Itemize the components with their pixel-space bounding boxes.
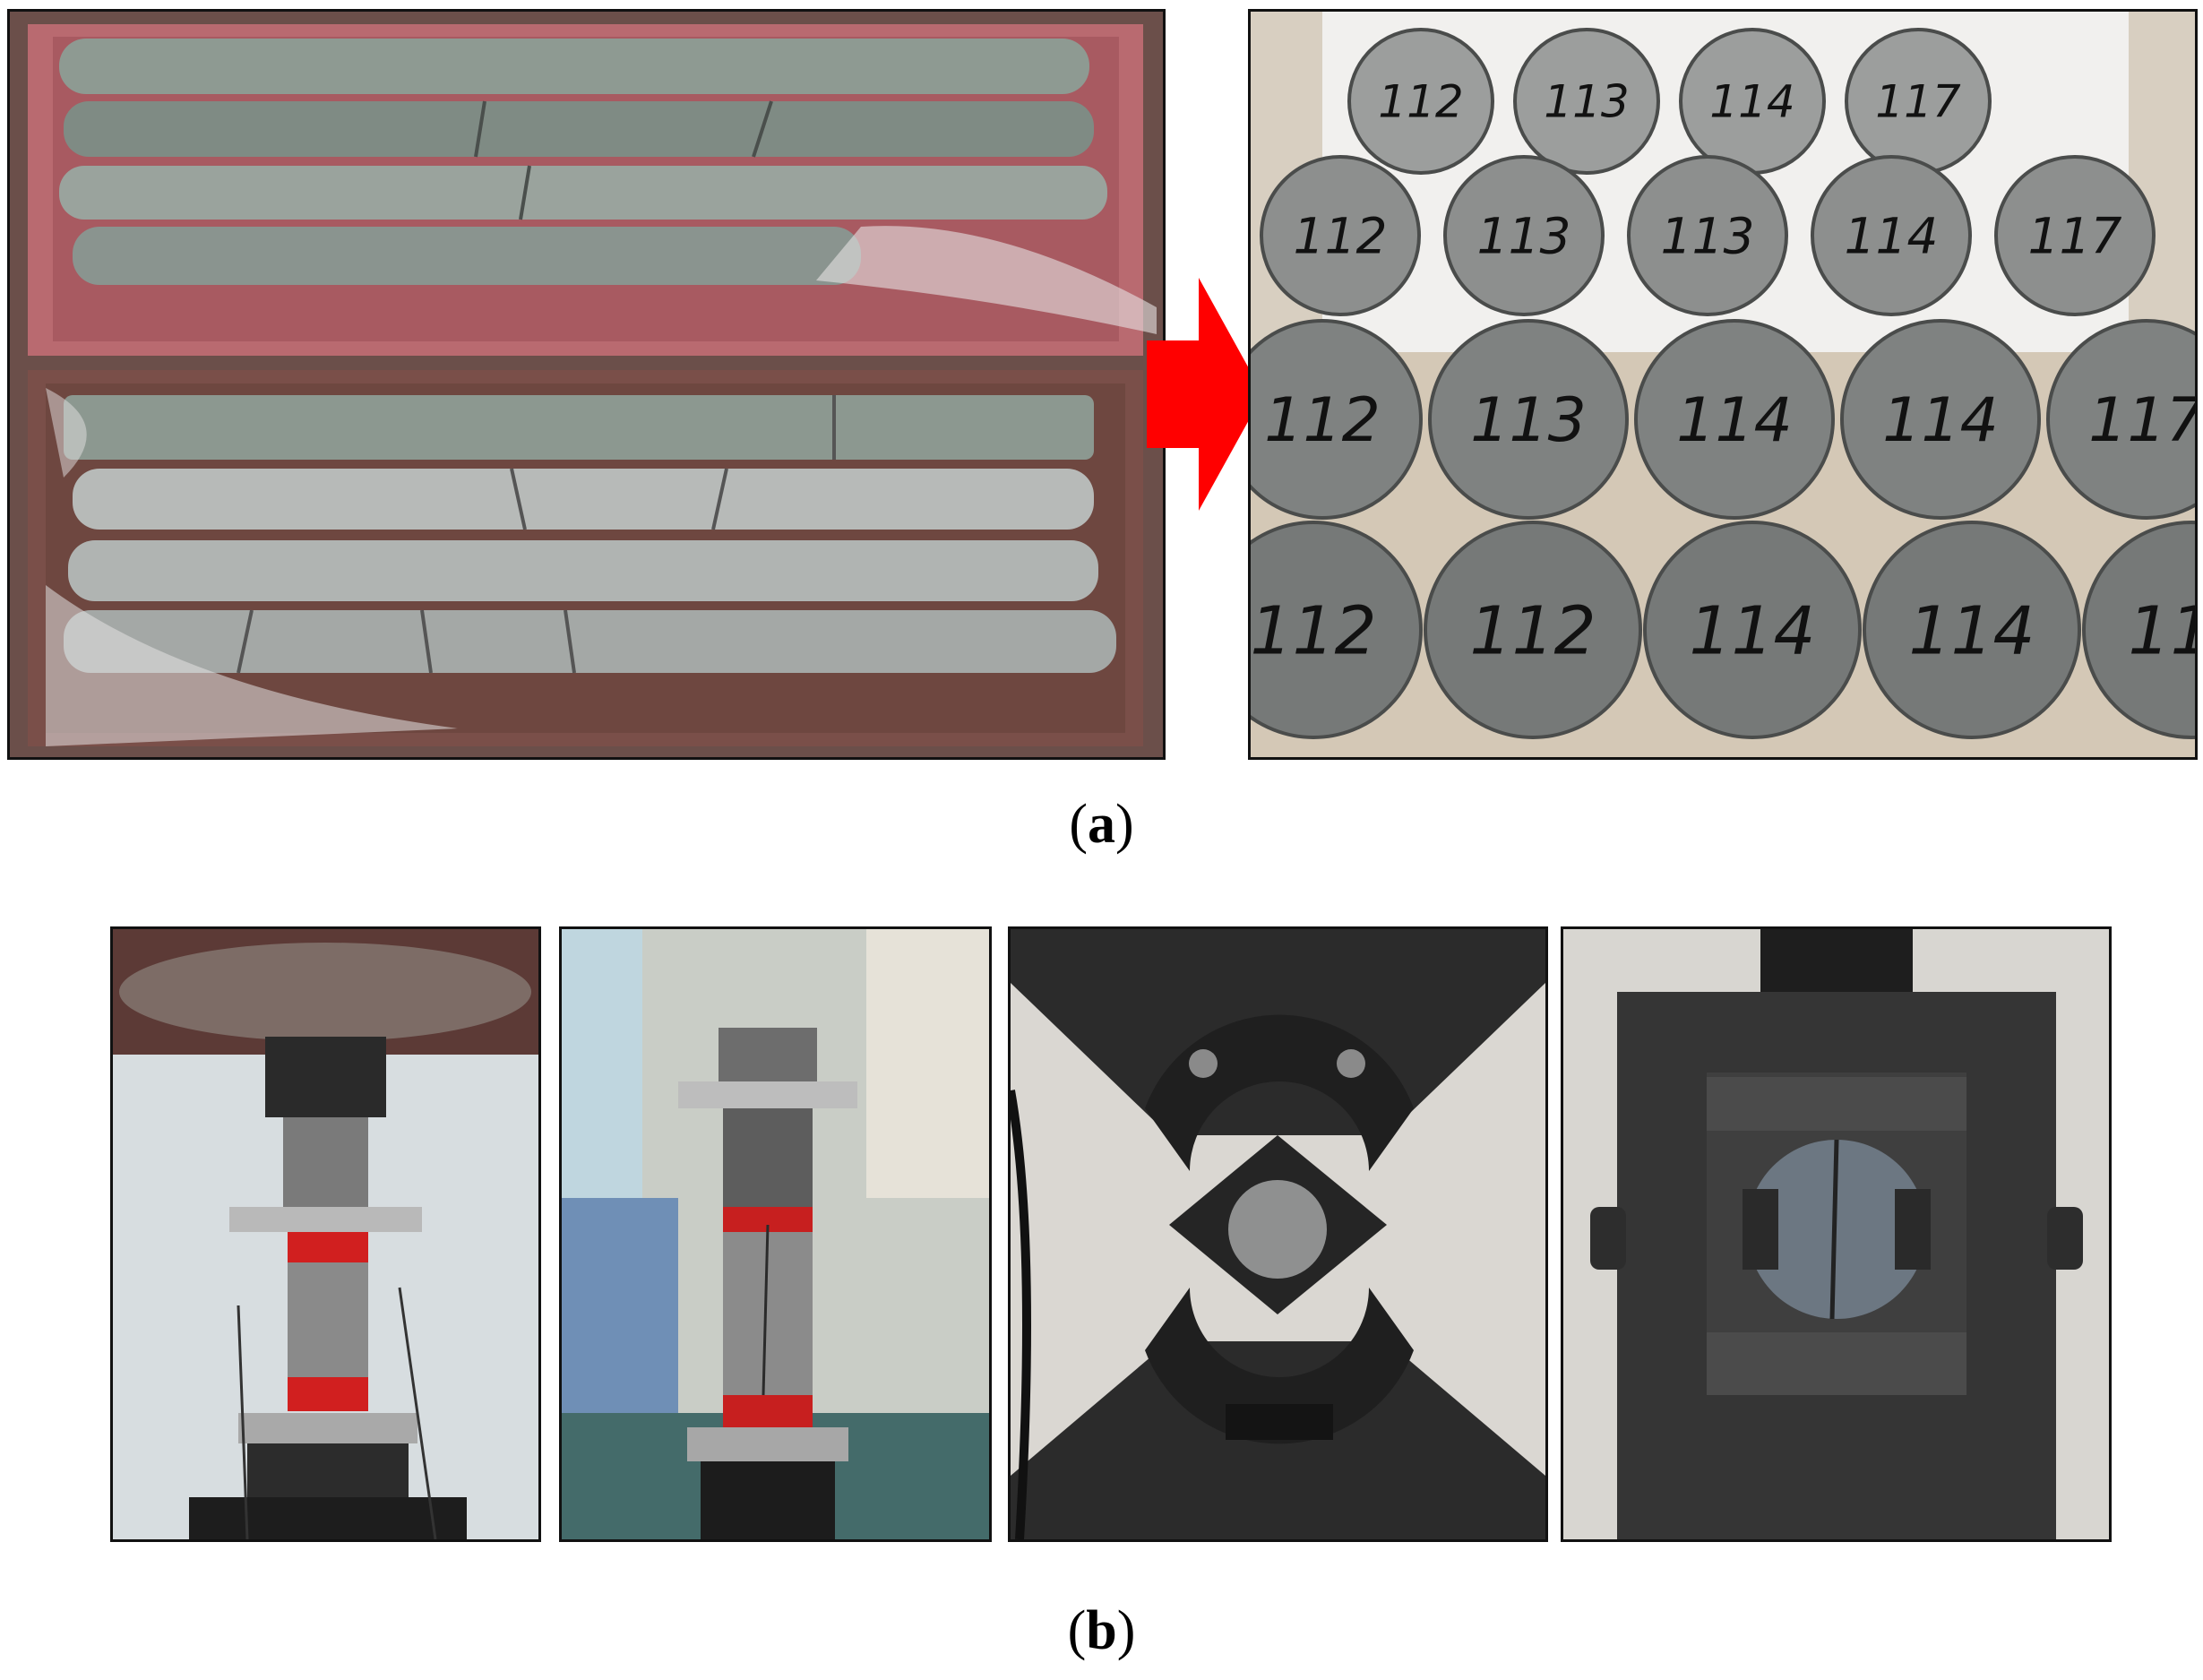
split-specimen-photo [1561, 926, 2112, 1542]
specimen-label: 112 [1251, 592, 1377, 669]
specimen-112-r0-c0: 112 [1347, 28, 1494, 175]
specimen-117-r3-c4: 117 [2082, 521, 2195, 739]
specimen-112-r3-c1: 112 [1424, 521, 1642, 739]
specimen-label: 117 [2088, 385, 2195, 456]
specimen-label: 114 [1882, 385, 1999, 456]
specimen-label: 113 [1470, 385, 1587, 456]
specimen-114-r2-c2: 114 [1634, 319, 1835, 520]
specimen-113-r2-c1: 113 [1428, 319, 1629, 520]
uniaxial-compression-photo [110, 926, 541, 1542]
specimen-label: 117 [1875, 76, 1961, 128]
specimen-label: 114 [1908, 592, 2035, 669]
specimen-label: 113 [1477, 207, 1571, 264]
specimen-label: 112 [1294, 207, 1388, 264]
specimen-label: 114 [1709, 76, 1794, 128]
specimen-label: 112 [1469, 592, 1596, 669]
specimen-end-faces: 112 113 114 117 112 113 113 114 117 112 113 114 114 1… [1251, 12, 2195, 757]
specimen-113-r1-c1: 113 [1443, 155, 1605, 316]
specimen-112-r2-c0: 112 [1251, 319, 1423, 520]
specimen-117-r2-c4: 117 [2046, 319, 2195, 520]
transition-arrow [1147, 278, 1263, 511]
specimens-photo: 112 113 114 117 112 113 113 114 117 112 113 114 114 1… [1248, 9, 2198, 760]
caption-a: (a) [1069, 794, 1134, 855]
specimen-113-r1-c2: 113 [1627, 155, 1788, 316]
specimen-label: 114 [1676, 385, 1793, 456]
specimen-112-r1-c0: 112 [1260, 155, 1421, 316]
specimen-label: 114 [1845, 207, 1939, 264]
specimen-label: 113 [1661, 207, 1755, 264]
core-box-photo [7, 9, 1166, 760]
specimen-label: 114 [1689, 592, 1815, 669]
specimen-label: 112 [1378, 76, 1463, 128]
specimen-label: 112 [1264, 385, 1381, 456]
specimen-114-r1-c3: 114 [1811, 155, 1972, 316]
specimen-label: 117 [2128, 592, 2195, 669]
caption-b: (b) [1067, 1600, 1136, 1661]
extensometer-specimen-photo [559, 926, 992, 1542]
specimen-114-r0-c2: 114 [1679, 28, 1826, 175]
specimen-117-r1-c4: 117 [1994, 155, 2156, 316]
specimen-114-r3-c3: 114 [1863, 521, 2081, 739]
specimen-113-r0-c1: 113 [1513, 28, 1660, 175]
specimen-114-r2-c3: 114 [1840, 319, 2041, 520]
brazilian-fixture-photo [1008, 926, 1548, 1542]
specimen-label: 113 [1544, 76, 1629, 128]
specimen-label: 117 [2028, 207, 2122, 264]
specimen-112-r3-c0: 112 [1251, 521, 1423, 739]
specimen-114-r3-c2: 114 [1643, 521, 1862, 739]
specimen-117-r0-c3: 117 [1845, 28, 1992, 175]
